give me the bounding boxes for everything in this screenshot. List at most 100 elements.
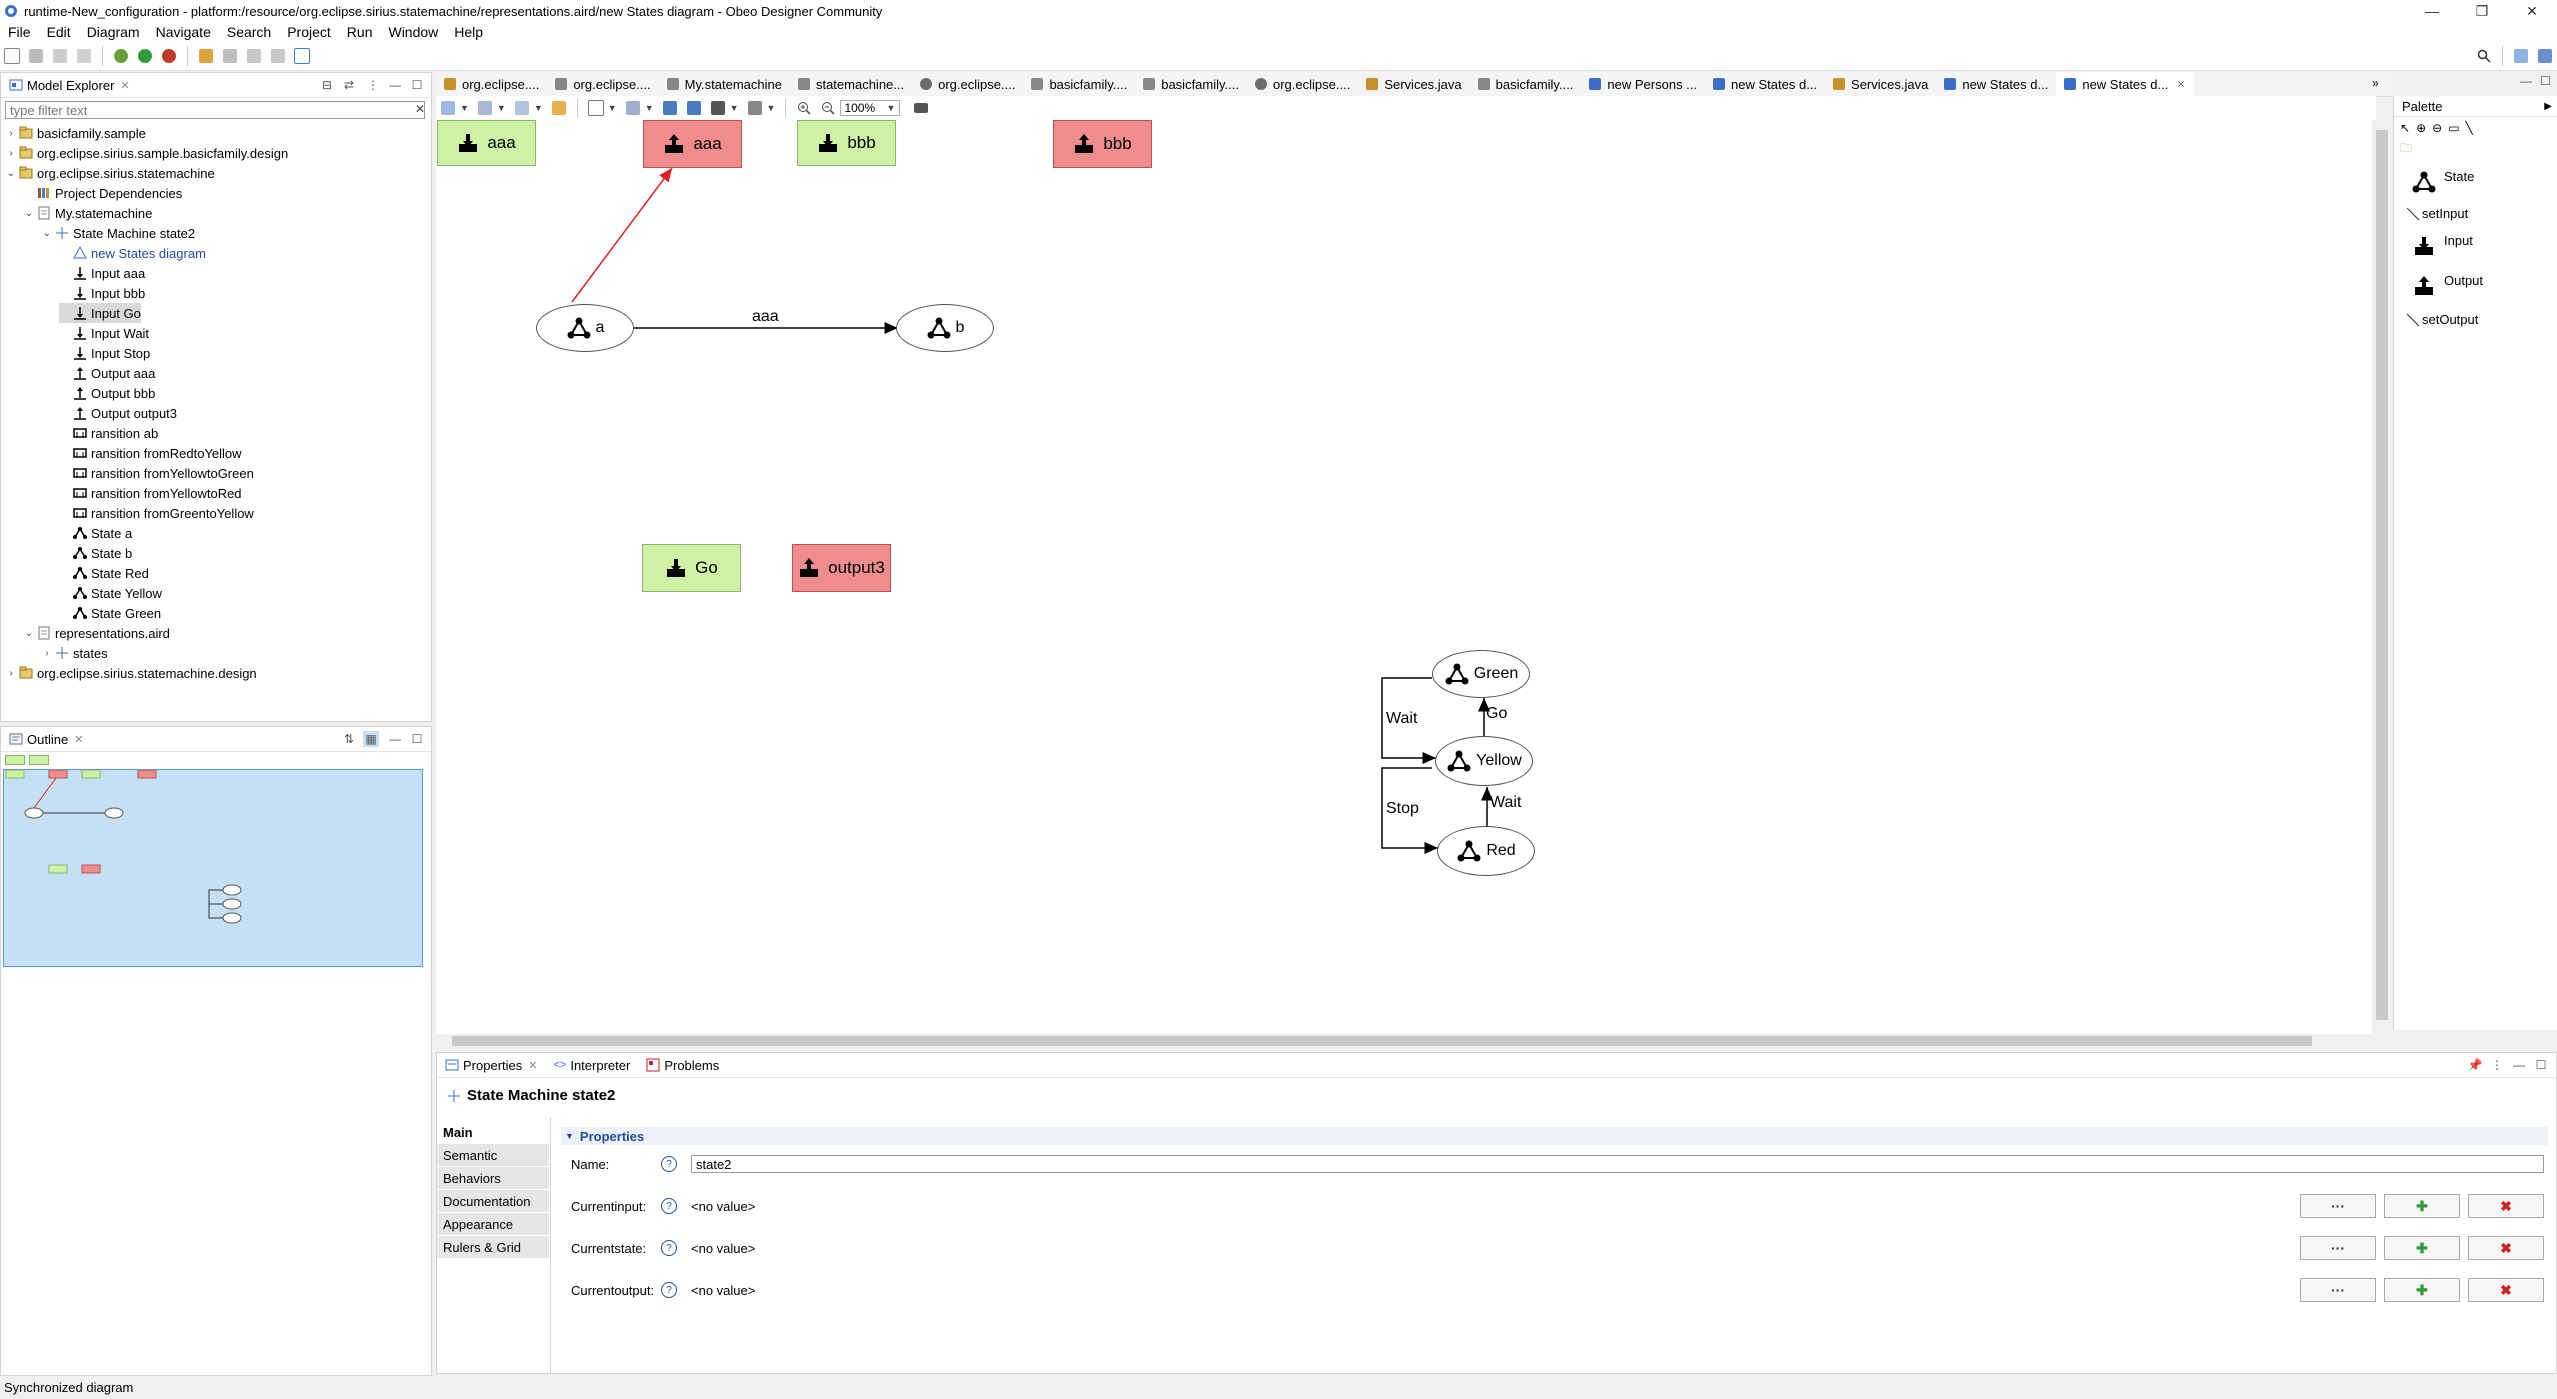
tree-item[interactable]: ⌄org.eclipse.sirius.statemachine <box>5 163 215 183</box>
remove-button[interactable]: ✖ <box>2468 1194 2544 1218</box>
chevron-down-icon[interactable]: ⌄ <box>24 207 34 219</box>
tree-item[interactable]: State b <box>59 543 132 563</box>
editor-tab[interactable]: Services.java <box>1825 72 1936 96</box>
remove-button[interactable]: ✖ <box>2468 1278 2544 1302</box>
tree-item[interactable]: ransition fromRedtoYellow <box>59 443 242 463</box>
distribute-button[interactable] <box>683 97 705 119</box>
edge-label-wait-top[interactable]: Wait <box>1386 710 1418 727</box>
menu-help[interactable]: Help <box>454 24 484 40</box>
collapse-all-icon[interactable]: ⊟ <box>321 78 333 92</box>
state-node-red[interactable]: Red <box>1437 826 1535 876</box>
close-icon[interactable]: ✕ <box>74 733 84 746</box>
menu-window[interactable]: Window <box>388 24 439 40</box>
edge-green-to-yellow[interactable] <box>1381 677 1436 764</box>
menu-edit[interactable]: Edit <box>46 24 71 40</box>
chevron-right-icon[interactable]: › <box>45 647 49 659</box>
tree-item[interactable]: ransition fromGreentoYellow <box>59 503 254 523</box>
chevron-down-icon[interactable]: ▼ <box>533 103 543 113</box>
editor-tab[interactable]: statemachine... <box>790 72 912 96</box>
search-tool-button[interactable] <box>195 45 217 67</box>
link-editor-icon[interactable]: ⇄ <box>343 78 355 92</box>
chevron-down-icon[interactable]: ▼ <box>729 103 739 113</box>
tree-item[interactable]: State a <box>59 523 132 543</box>
editor-tab[interactable]: org.eclipse.... <box>436 72 547 96</box>
tree-item[interactable]: ransition fromYellowtoRed <box>59 483 242 503</box>
view-menu-icon[interactable]: ⋮ <box>2491 1058 2503 1072</box>
tree-item[interactable]: Output output3 <box>59 403 177 423</box>
output-node-bbb[interactable]: bbb <box>1053 120 1152 168</box>
menu-run[interactable]: Run <box>346 24 373 40</box>
clear-filter-icon[interactable]: ✕ <box>415 102 426 116</box>
align-button[interactable] <box>659 97 681 119</box>
chevron-right-icon[interactable]: › <box>9 667 13 679</box>
export-image-button[interactable] <box>910 97 932 119</box>
remove-button[interactable]: ✖ <box>2468 1236 2544 1260</box>
input-node-go[interactable]: Go <box>642 544 741 592</box>
zoom-in-tool-icon[interactable]: ⊕ <box>2416 121 2427 135</box>
output-node-aaa[interactable]: aaa <box>643 120 742 168</box>
browse-button[interactable]: ··· <box>2300 1278 2376 1302</box>
tree-item[interactable]: ›org.eclipse.sirius.statemachine.design <box>5 663 256 683</box>
chevron-right-icon[interactable]: › <box>9 147 13 159</box>
minimize-icon[interactable]: — <box>2520 74 2532 88</box>
side-tab-main[interactable]: Main <box>437 1121 549 1144</box>
editor-tab[interactable]: new States d... <box>1705 72 1825 96</box>
editor-tab[interactable]: new States d...✕ <box>2056 72 2194 96</box>
tree-item[interactable]: Input Stop <box>59 343 150 363</box>
tree-item[interactable]: new States diagram <box>59 243 206 263</box>
run-button[interactable] <box>134 45 156 67</box>
tab-outline[interactable]: Outline ✕ <box>1 727 92 751</box>
palette-tool-setinput[interactable]: setInput <box>2406 206 2468 221</box>
tree-item[interactable]: ›basicfamily.sample <box>5 123 146 143</box>
debug-button[interactable] <box>110 45 132 67</box>
help-icon[interactable]: ? <box>661 1198 677 1214</box>
chevron-down-icon[interactable]: ▼ <box>496 103 506 113</box>
save-all-button[interactable] <box>49 45 71 67</box>
font-color-button[interactable] <box>707 97 729 119</box>
tree-item[interactable]: Output bbb <box>59 383 155 403</box>
side-tab-rulers-grid[interactable]: Rulers & Grid <box>437 1236 549 1259</box>
chevron-down-icon[interactable]: ▼ <box>460 103 469 113</box>
tree-item[interactable]: ›states <box>41 643 107 663</box>
chevron-down-icon[interactable]: ⌄ <box>24 627 34 639</box>
input-node-aaa[interactable]: aaa <box>437 120 536 166</box>
diagram-canvas[interactable]: aaa aaa bbb bbb Go output3 a b Green Yel… <box>436 120 2372 1035</box>
horizontal-scrollbar-thumb[interactable] <box>452 1036 2312 1046</box>
add-button[interactable]: ✚ <box>2384 1278 2460 1302</box>
menu-file[interactable]: File <box>8 24 31 40</box>
chevron-down-icon[interactable]: ⌄ <box>6 167 16 179</box>
new-button[interactable] <box>1 45 23 67</box>
perspective-resource-button[interactable] <box>2510 45 2532 67</box>
chevron-down-icon[interactable]: ▼ <box>766 103 776 113</box>
maximize-icon[interactable]: ☐ <box>411 732 423 746</box>
help-icon[interactable]: ? <box>661 1156 677 1172</box>
tab-properties[interactable]: Properties ✕ <box>437 1053 546 1077</box>
browse-button[interactable]: ··· <box>2300 1194 2376 1218</box>
edge-yellow-to-red[interactable] <box>1381 767 1438 854</box>
name-input[interactable]: state2 <box>691 1155 2544 1173</box>
tree-item[interactable]: State Yellow <box>59 583 162 603</box>
tab-model-explorer[interactable]: Model Explorer ✕ <box>1 73 138 97</box>
menu-project[interactable]: Project <box>287 24 331 40</box>
state-node-b[interactable]: b <box>896 304 994 352</box>
outline-tree-icon[interactable]: ⇅ <box>343 732 355 746</box>
properties-section-header[interactable]: ▼ Properties <box>561 1127 2548 1145</box>
maximize-icon[interactable]: ☐ <box>411 78 423 92</box>
editor-tab[interactable]: org.eclipse.... <box>1247 72 1358 96</box>
maximize-icon[interactable]: ☐ <box>2535 1058 2547 1072</box>
print-button[interactable] <box>73 45 95 67</box>
maximize-icon[interactable]: ☐ <box>2540 74 2551 88</box>
editor-tab[interactable]: basicfamily.... <box>1470 72 1582 96</box>
editor-tab[interactable]: My.statemachine <box>659 72 790 96</box>
tree-item[interactable]: Input Go <box>59 303 141 323</box>
minimize-icon[interactable]: — <box>389 78 401 92</box>
back-button[interactable] <box>243 45 265 67</box>
outline-overview-icon[interactable]: ▦ <box>363 731 379 747</box>
add-button[interactable]: ✚ <box>2384 1236 2460 1260</box>
editor-tab[interactable]: basicfamily.... <box>1023 72 1135 96</box>
zoom-combo[interactable]: 100% ▼ <box>840 100 901 116</box>
palette-tool-state[interactable]: State <box>2410 168 2474 196</box>
chevron-down-icon[interactable]: ▼ <box>644 103 654 113</box>
minimize-icon[interactable]: — <box>2513 1058 2525 1072</box>
select-tool-icon[interactable]: ↖ <box>2400 121 2411 135</box>
